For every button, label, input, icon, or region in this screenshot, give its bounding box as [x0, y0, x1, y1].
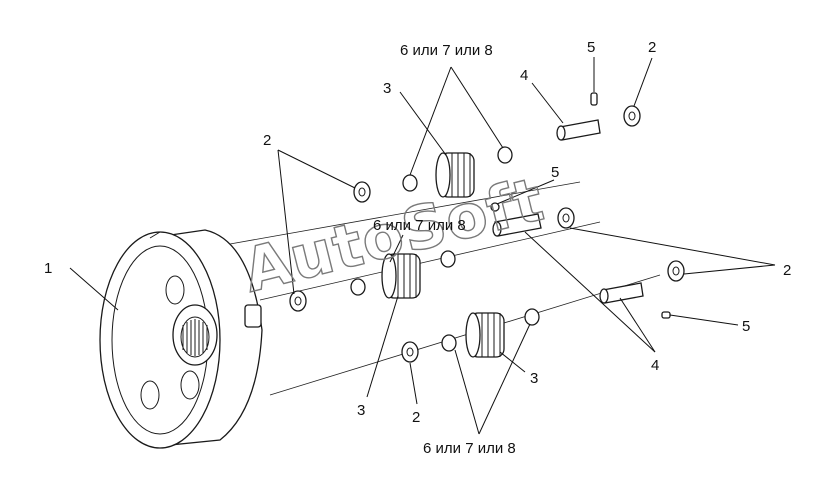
callout-2-top: 2	[648, 39, 656, 56]
planet-gear-bottom	[465, 312, 505, 358]
callout-5-mid: 5	[551, 164, 559, 181]
washer-left-top	[353, 181, 371, 203]
callout-5-right: 5	[742, 318, 750, 335]
callout-variant-top: 6 или 7 или 8	[400, 42, 493, 59]
thrust-washers	[289, 105, 685, 363]
callout-3-bottom-right: 3	[530, 370, 538, 387]
assembly-axes	[229, 181, 661, 396]
planet-carrier	[99, 229, 263, 449]
planet-gear-mid	[381, 253, 421, 299]
callout-4-bottom: 4	[651, 357, 659, 374]
washer-low-right	[667, 260, 685, 282]
callout-2-left: 2	[263, 132, 271, 149]
axle-mid	[492, 213, 542, 237]
callout-4-top: 4	[520, 67, 528, 84]
callout-variant-mid: 6 или 7 или 8	[373, 217, 466, 234]
washer-bottom	[401, 341, 419, 363]
callout-3-top: 3	[383, 80, 391, 97]
washer-mid-right	[557, 207, 575, 229]
washer-left-mid	[289, 290, 307, 312]
planet-gears	[381, 152, 505, 358]
planet-axles	[492, 119, 644, 304]
callout-variant-bottom: 6 или 7 или 8	[423, 440, 516, 457]
axle-top	[556, 119, 601, 141]
leader-lines	[69, 57, 776, 435]
needle-bearings	[350, 146, 540, 352]
axle-bottom	[599, 282, 644, 304]
washer-top-right	[623, 105, 641, 127]
callout-2-bottom: 2	[412, 409, 420, 426]
callout-5-top: 5	[587, 39, 595, 56]
callout-labels: 1 2 2 2 2 3 3 3 4 4 5 5 5 6 или 7 или 8 …	[44, 39, 791, 457]
lock-pins	[490, 92, 671, 319]
callout-3-bottom-left: 3	[357, 402, 365, 419]
callout-1: 1	[44, 260, 52, 277]
callout-2-right: 2	[783, 262, 791, 279]
planet-gear-top	[435, 152, 475, 198]
